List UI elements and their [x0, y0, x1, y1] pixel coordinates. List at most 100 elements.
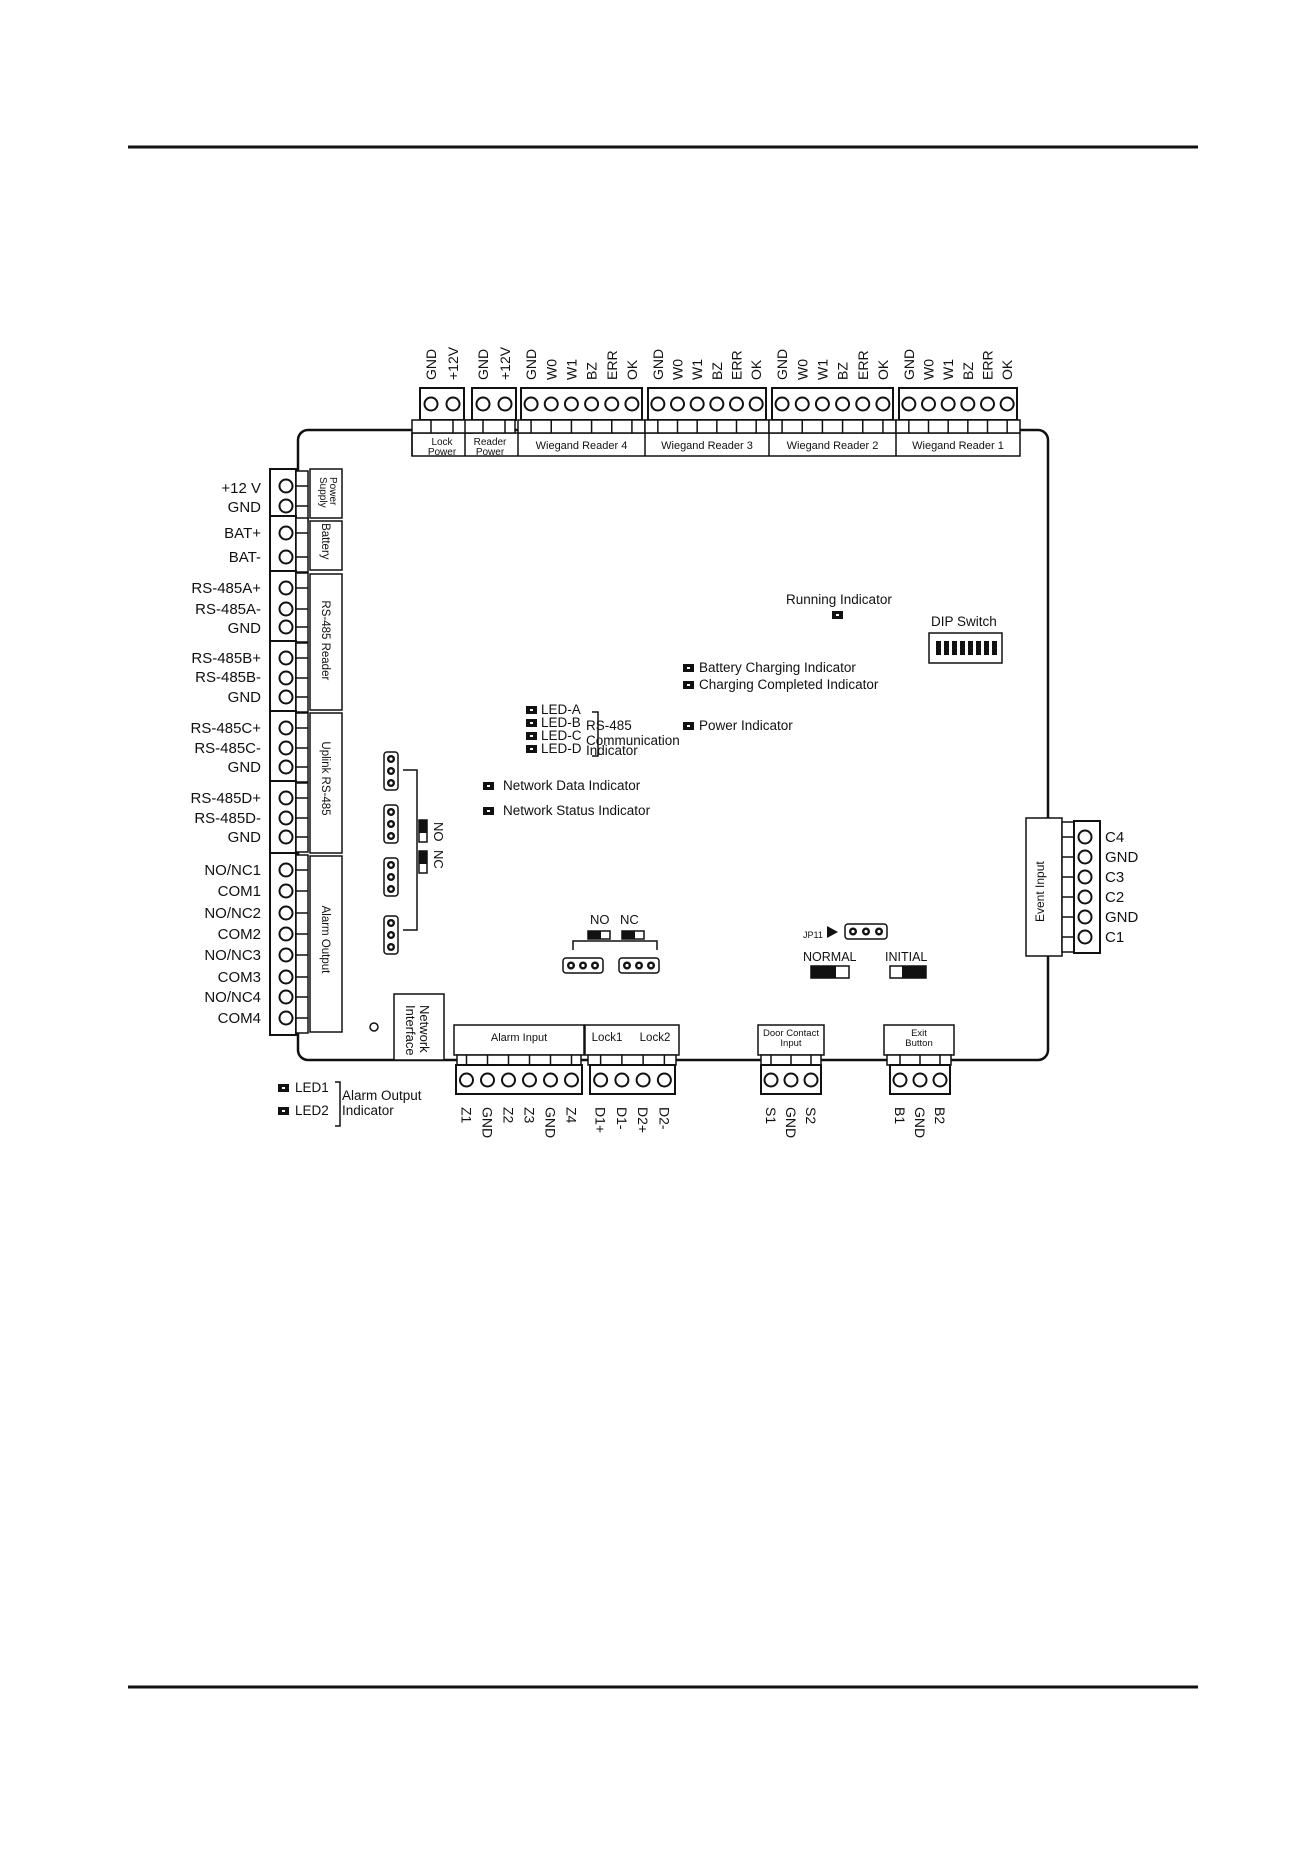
rs-485-reader-screw-hole — [278, 601, 294, 617]
event-input-screw-hole — [1077, 889, 1093, 905]
uplink-rs-485-screw-hole — [278, 740, 294, 756]
wiegand-reader-2-screw-hole — [875, 396, 891, 412]
uplink-rs-485-pin-rs-485d-label: RS-485D+ — [191, 790, 262, 807]
alarm-output-pin-no-nc3-label: NO/NC3 — [204, 947, 261, 964]
battery-pin-bat-label: BAT- — [229, 549, 261, 566]
alarm-output-pin-com1-label: COM1 — [218, 883, 261, 900]
network-data-indicator-led-mark — [487, 785, 490, 787]
wiegand-reader-1-pin-ok-label: OK — [999, 359, 1015, 380]
lock1-label: Lock1 — [592, 1032, 623, 1044]
wiegand-reader-3-screw-hole — [748, 396, 764, 412]
jumper-pin-center — [389, 822, 393, 826]
lock-screw-hole — [614, 1072, 630, 1088]
rs485-led-b-led-mark — [530, 722, 533, 724]
rs-485-reader-screw-hole — [278, 619, 294, 635]
jumper-pin-center — [877, 929, 881, 934]
lock-power-screw-hole — [445, 396, 461, 412]
jumper-pin-center — [389, 921, 393, 925]
alarm-output-base — [295, 854, 309, 1034]
wiegand-reader-1-pin-w0-label: W0 — [921, 359, 937, 380]
jumper-pin-center — [581, 963, 585, 968]
wiegand-reader-1-pin-gnd-label: GND — [901, 349, 917, 380]
lock-power-base — [411, 419, 473, 434]
jumper-pin-center — [864, 929, 868, 934]
alarm-output-indicator-caption-line2: Indicator — [342, 1103, 394, 1118]
alarm-input-pin-z3-label: Z3 — [522, 1107, 538, 1124]
door-contact-input-label-box — [757, 1024, 825, 1056]
reader-power-screw-hole — [497, 396, 513, 412]
lock-power-label-line1: Lock — [431, 437, 453, 448]
alarm-input-screw-hole — [480, 1072, 495, 1088]
wiegand-reader-4-connector — [520, 387, 643, 421]
dip-switch-toggle — [992, 641, 997, 655]
network-data-indicator-label: Network Data Indicator — [503, 778, 641, 793]
exit-button-pin-b2-label: B2 — [932, 1107, 948, 1124]
battery-screw-hole — [278, 549, 294, 565]
alarm-output-indicator-caption-line1: Alarm Output — [342, 1088, 422, 1103]
wiegand-reader-2-screw-hole — [835, 396, 851, 412]
alarm-output-pin-no-nc2-label: NO/NC2 — [204, 905, 261, 922]
battery-connector — [269, 515, 297, 575]
lock-pin-d2-label: D2+ — [635, 1107, 651, 1133]
rs-485-reader-pin-rs-485a-label: RS-485A+ — [191, 580, 261, 597]
rs-485-reader-pin-gnd-label: GND — [228, 689, 262, 706]
wiegand-reader-3-base — [644, 419, 770, 434]
wiegand-reader-3-pin-ok-label: OK — [748, 359, 764, 380]
exit-button-label-line2: Button — [905, 1038, 932, 1049]
rs-485-reader-label: RS-485 Reader — [319, 600, 331, 680]
left-terminals: +12 VGNDPowerSupplyBAT+BAT-BatteryRS-485… — [191, 468, 343, 1036]
jumper-pin-center — [637, 963, 641, 968]
wiegand-reader-1-pin-err-label: ERR — [980, 350, 996, 380]
rs-485-reader-pin-rs-485b-label: RS-485B+ — [191, 650, 261, 667]
dip-switch-toggle — [936, 641, 941, 655]
event-input-base — [1061, 821, 1075, 953]
jumper-pin-center — [625, 963, 629, 968]
jumper-pin-center — [389, 863, 393, 867]
wiegand-reader-4-base — [517, 419, 646, 434]
uplink-rs-485-screw-hole — [278, 829, 294, 845]
alarm-output-screw-hole — [278, 883, 294, 899]
power-indicator-led-mark — [687, 725, 690, 727]
lock-power-screw-hole — [423, 396, 439, 412]
power-supply-label-strip — [309, 468, 343, 519]
event-input-label: Event Input — [1033, 861, 1047, 922]
wiegand-reader-3-screw-hole — [729, 396, 744, 412]
alarm-output-screw-hole — [278, 947, 294, 963]
jumper-pin-center — [649, 963, 653, 968]
alarm-led2-label: LED2 — [295, 1103, 329, 1118]
uplink-rs-485-pin-gnd-label: GND — [228, 829, 262, 846]
wiegand-reader-4-pin-bz-label: BZ — [584, 362, 600, 380]
rs485-led-c-led-mark — [530, 735, 533, 737]
jumper-pin-center — [389, 757, 393, 761]
lock-label-box — [584, 1024, 680, 1056]
initial-mode-sample-fill — [902, 966, 926, 978]
jp11-arrow-icon — [827, 926, 838, 938]
jumper-pin-center — [389, 945, 393, 949]
reader-power-pin-12v-label: +12V — [497, 346, 513, 380]
wiegand-reader-1-screw-hole — [940, 396, 956, 412]
running-indicator-label: Running Indicator — [786, 592, 892, 607]
reader-power-pin-gnd-label: GND — [475, 349, 491, 380]
event-input-screw-hole — [1077, 849, 1093, 865]
jumper-pin-center — [389, 933, 393, 937]
wiegand-reader-2-pin-ok-label: OK — [875, 359, 891, 380]
power-indicator-label: Power Indicator — [699, 718, 793, 733]
rs485-led-d-label: LED-D — [541, 741, 582, 756]
uplink-rs-485-screw-hole — [278, 720, 294, 736]
wiegand-reader-3-pin-bz-label: BZ — [709, 362, 725, 380]
wiegand-reader-1-pin-w1-label: W1 — [940, 359, 956, 380]
uplink-rs-485-label: Uplink RS-485 — [319, 741, 331, 815]
event-input-pin-c3-label: C3 — [1105, 869, 1124, 886]
rs-485-reader-pin-gnd-label: GND — [228, 620, 262, 637]
alarm-output-label-strip — [309, 855, 343, 1033]
lock-pin-d1-label: D1- — [614, 1107, 630, 1130]
lock-screw-hole — [635, 1072, 651, 1088]
alarm-input-base — [456, 1054, 582, 1066]
wiegand-reader-4-pin-w1-label: W1 — [563, 359, 579, 380]
network-interface-box — [393, 993, 445, 1061]
wiegand-reader-4-pin-gnd-label: GND — [523, 349, 539, 380]
wiegand-reader-4-pin-err-label: ERR — [604, 350, 620, 380]
event-input-screw-hole — [1077, 929, 1093, 945]
